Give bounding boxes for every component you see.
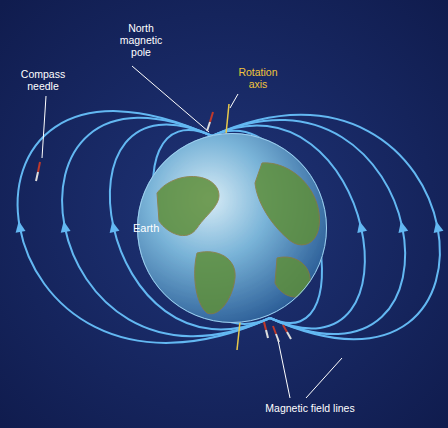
axis-label: Rotation axis (232, 66, 284, 90)
field-arrow (14, 220, 26, 232)
field-lines (14, 111, 444, 343)
earth-globe: Earth (137, 133, 327, 323)
rotation-axis (226, 104, 229, 134)
leader-line (132, 66, 209, 132)
field-arrow (107, 220, 119, 233)
field-arrow (396, 220, 408, 233)
field-lines-label: Magnetic field lines (240, 402, 380, 414)
leader-line (42, 96, 46, 158)
field-arrow (431, 220, 443, 233)
field-arrow (355, 220, 367, 233)
leader-line (306, 358, 342, 398)
globe-shape (137, 133, 327, 323)
rotation-axis (237, 322, 240, 350)
field-arrow (59, 220, 71, 233)
leader-line (230, 94, 238, 108)
node-label: Earth (133, 222, 159, 234)
needle-label: Compass needle (8, 68, 78, 92)
pole-label: North magnetic pole (110, 22, 172, 58)
leader-line (278, 340, 290, 398)
